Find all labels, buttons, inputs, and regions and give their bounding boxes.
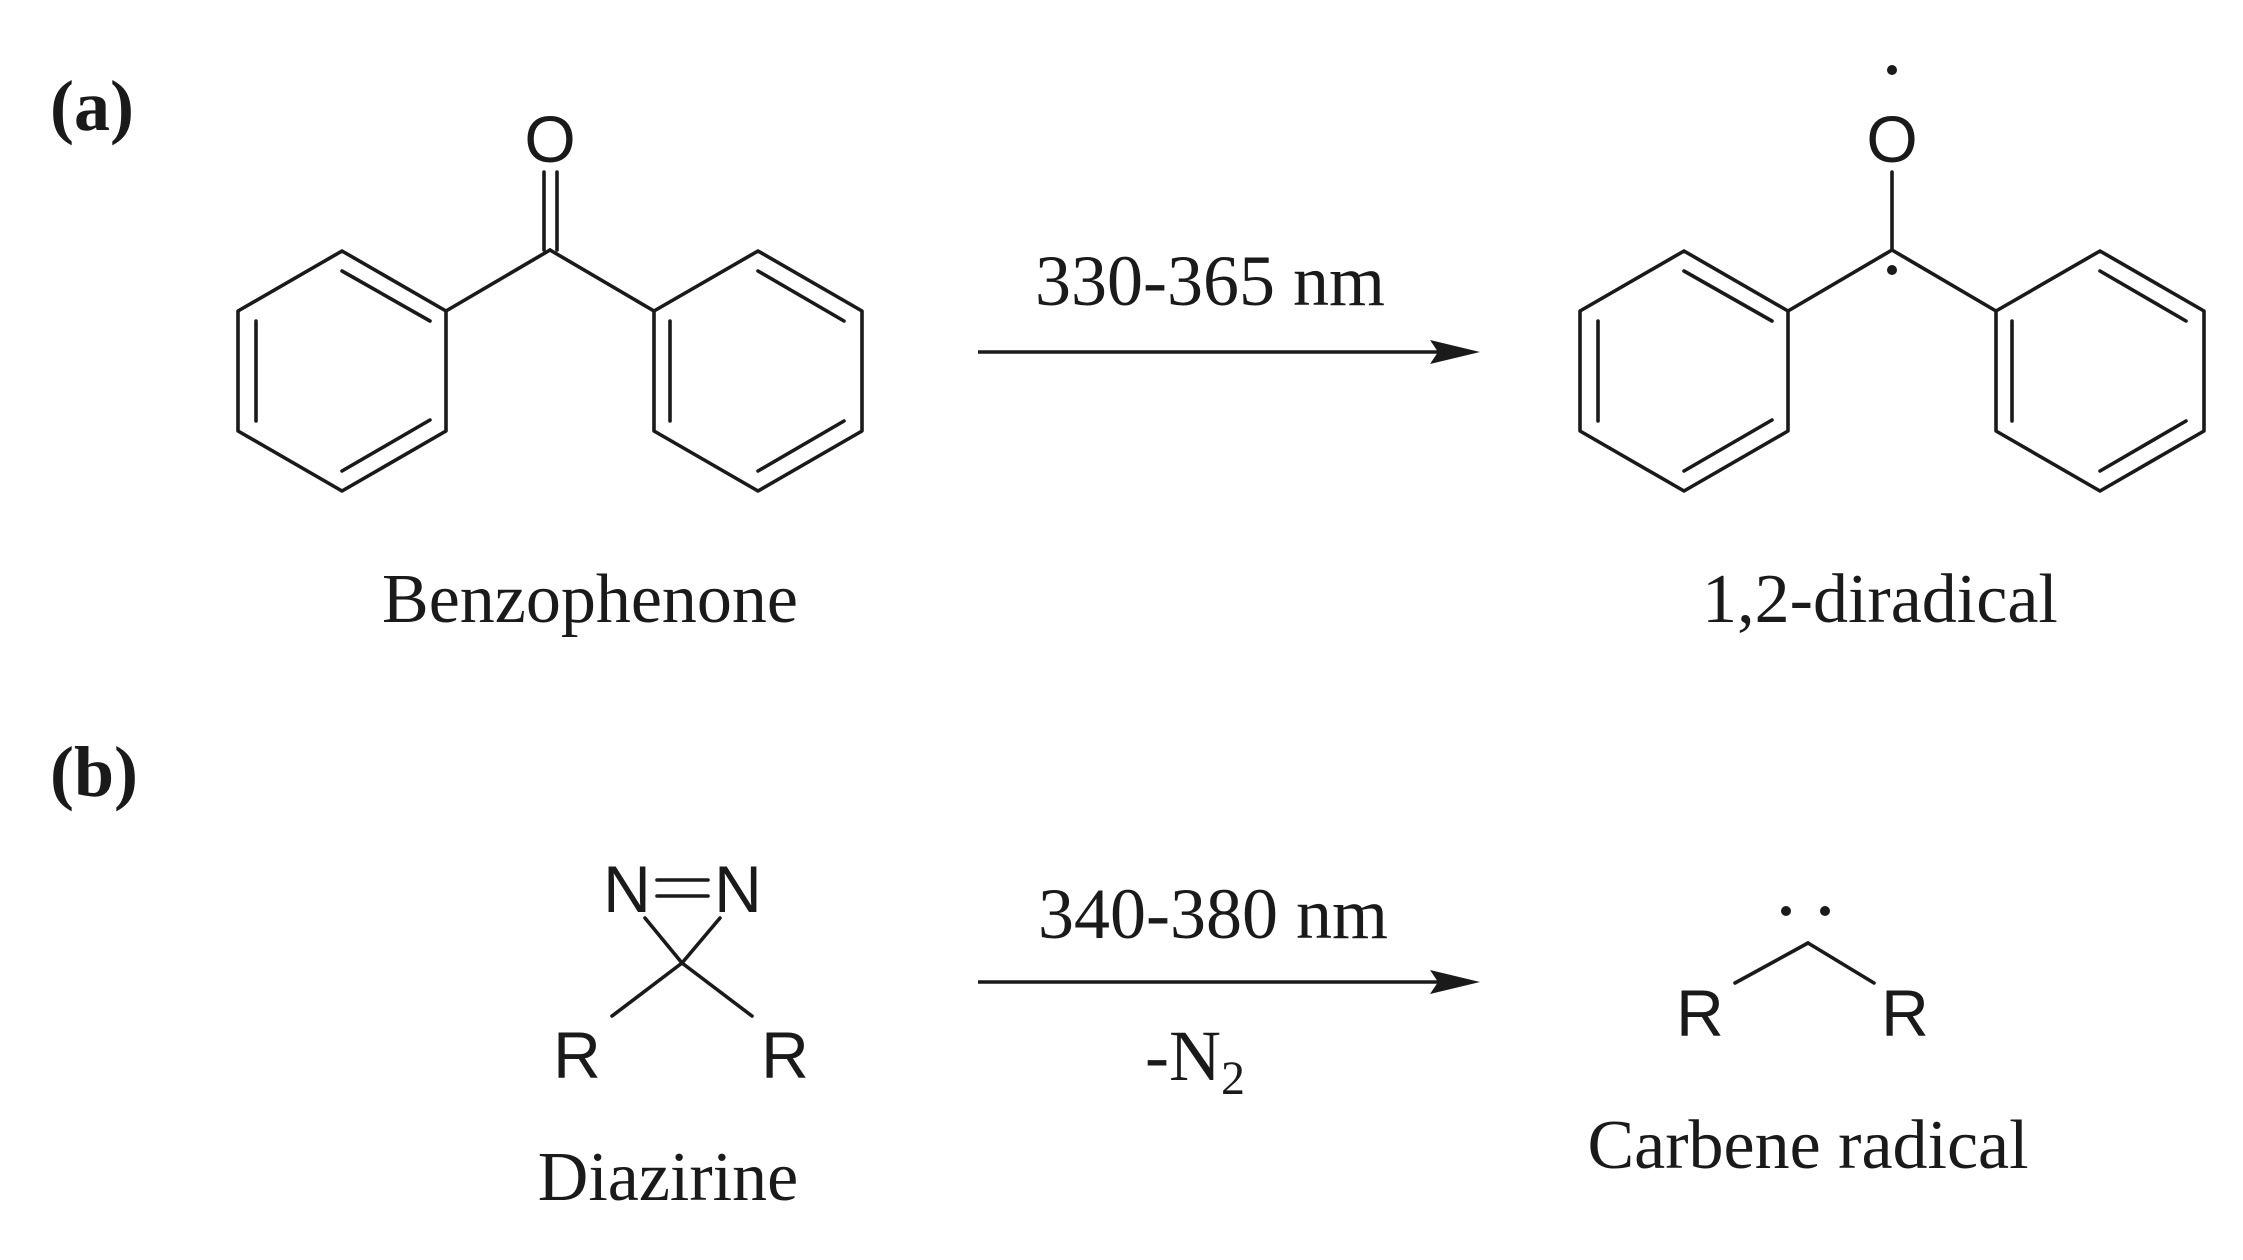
carbene-r-group-1: R (1676, 976, 1724, 1050)
nitrogen-loss-label: -N2 (1145, 1016, 1245, 1105)
carbene-lone-pair-dot-2 (1820, 906, 1830, 916)
diazirine-name: Diazirine (538, 1139, 798, 1216)
carbene-name: Carbene radical (1587, 1107, 2028, 1184)
wavelength-range-a: 330-365 nm (1035, 241, 1385, 321)
panel-b: (b) N N R R Diazirine 340-380 nm -N2 (50, 732, 2029, 1216)
wavelength-range-b: 340-380 nm (1038, 874, 1388, 954)
diazirine-r-group-2: R (761, 1018, 809, 1092)
diazirine-r-group-1: R (553, 1018, 601, 1092)
diradical-name: 1,2-diradical (1702, 561, 2058, 638)
benzophenone-oxygen-atom: O (524, 102, 575, 176)
diazirine-nitrogen-2: N (714, 852, 762, 926)
reaction-arrow-b (978, 970, 1480, 994)
diradical-oxygen-atom: O (1866, 102, 1917, 176)
nitrogen-loss-prefix: -N (1145, 1016, 1221, 1096)
carbene-r-group-2: R (1881, 976, 1929, 1050)
nitrogen-loss-subscript: 2 (1221, 1052, 1245, 1105)
carbon-radical-dot (1887, 265, 1897, 275)
benzophenone-name: Benzophenone (382, 561, 798, 638)
carbene-lone-pair-dot-1 (1781, 906, 1791, 916)
diradical-structure: O (1578, 65, 2206, 493)
diazirine-nitrogen-1: N (603, 852, 651, 926)
panel-a-label: (a) (50, 66, 134, 146)
oxygen-radical-dot (1887, 65, 1897, 75)
panel-b-label: (b) (50, 732, 138, 812)
benzophenone-structure: O (236, 102, 864, 493)
reaction-arrow-a (978, 340, 1480, 364)
panel-a: (a) O Benzophenone 330-365 n (50, 65, 2206, 638)
diazirine-structure: N N R R (553, 852, 809, 1092)
carbene-structure: R R (1676, 906, 1929, 1050)
